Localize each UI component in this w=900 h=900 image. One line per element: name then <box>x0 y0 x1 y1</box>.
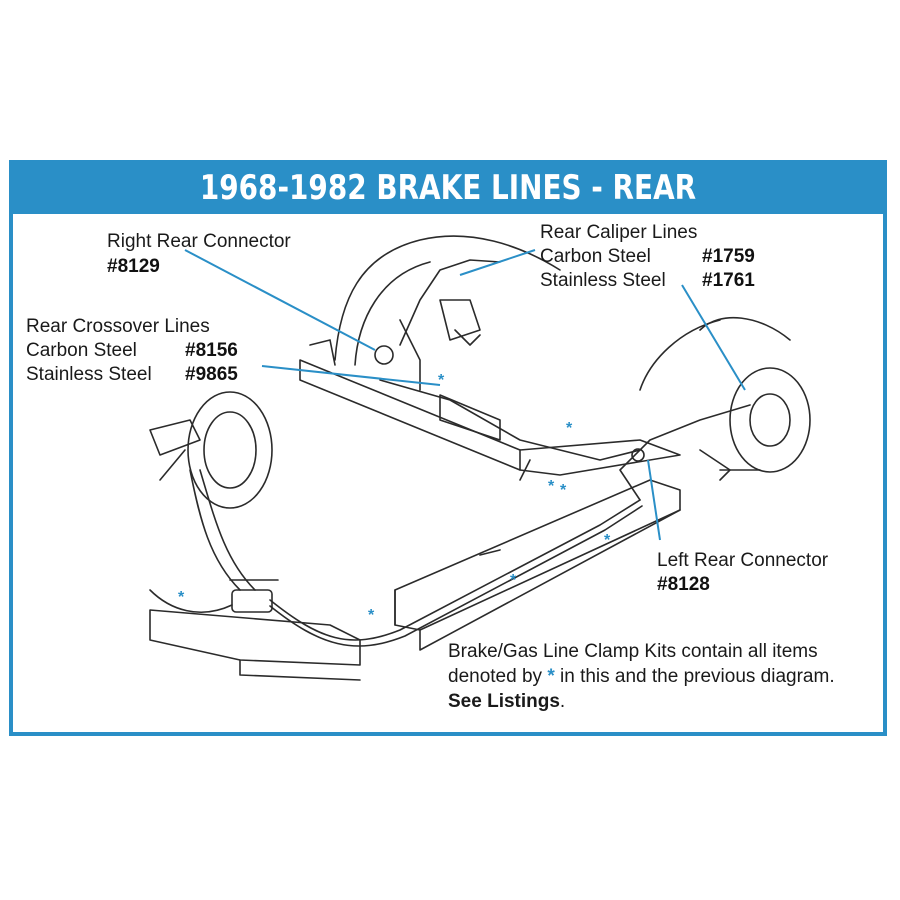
note-period: . <box>559 691 566 712</box>
rear-caliper-carbon-label: Carbon Steel <box>540 246 651 267</box>
clamp-star: * <box>560 482 567 499</box>
rear-crossover-carbon-part: #8156 <box>185 340 238 361</box>
diagram-frame <box>9 160 887 736</box>
rear-crossover-stainless-label: Stainless Steel <box>26 364 152 385</box>
right-rear-connector-part: #8129 <box>107 256 160 277</box>
clamp-star: * <box>548 478 555 495</box>
title-banner: 1968-1982 BRAKE LINES - REAR <box>9 160 887 214</box>
rear-caliper-label: Rear Caliper Lines <box>540 222 698 243</box>
rear-crossover-label: Rear Crossover Lines <box>26 316 210 337</box>
note-previous-diagram: in this and the previous diagram. <box>560 666 835 687</box>
rear-caliper-stainless-label: Stainless Steel <box>540 270 666 291</box>
rear-crossover-stainless-part: #9865 <box>185 364 238 385</box>
right-rear-connector-label: Right Rear Connector <box>107 231 291 252</box>
rear-caliper-carbon-part: #1759 <box>702 246 755 267</box>
see-listings-text: See Listings <box>448 691 560 712</box>
clamp-star: * <box>438 372 445 389</box>
rear-caliper-stainless-part: #1761 <box>702 270 755 291</box>
clamp-star: * <box>604 532 611 549</box>
clamp-kit-note: Brake/Gas Line Clamp Kits contain all it… <box>448 639 835 714</box>
clamp-star: * <box>510 572 517 589</box>
left-rear-connector-label: Left Rear Connector <box>657 550 829 571</box>
diagram-title: 1968-1982 BRAKE LINES - REAR <box>199 168 697 208</box>
clamp-star: * <box>368 607 375 624</box>
clamp-star: * <box>566 420 573 437</box>
note-line-1: Brake/Gas Line Clamp Kits contain all it… <box>448 641 818 662</box>
note-line-3: See Listings. <box>448 689 835 714</box>
clamp-star: * <box>178 589 185 606</box>
clamp-star-symbol: * <box>547 666 555 687</box>
note-denoted-by: denoted by <box>448 666 543 687</box>
note-line-2: denoted by * in this and the previous di… <box>448 664 835 689</box>
rear-crossover-carbon-label: Carbon Steel <box>26 340 137 361</box>
left-rear-connector-part: #8128 <box>657 574 710 595</box>
